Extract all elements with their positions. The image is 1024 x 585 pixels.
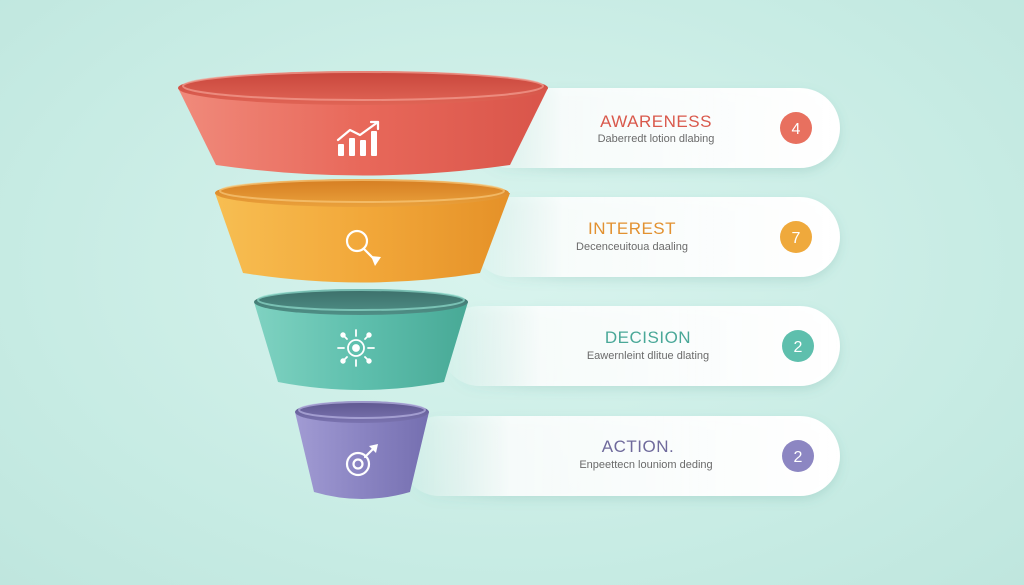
stage-card[interactable] (440, 306, 840, 386)
stage-awareness: AWARENESS Daberredt lotion dlabing 4 (178, 71, 840, 176)
stage-badge (780, 112, 812, 144)
stage-card[interactable] (400, 416, 840, 496)
stage-action: ACTION. Enpeettecn louniom deding 2 (295, 401, 840, 499)
stage-badge-value: 2 (794, 449, 803, 466)
funnel-segment (254, 302, 468, 390)
stage-title: INTEREST (588, 219, 676, 238)
stage-badge-value: 7 (792, 230, 801, 247)
stage-badge (782, 440, 814, 472)
stage-title: ACTION. (602, 437, 674, 456)
stage-decision: DECISION Eawernleint dlitue dlating 2 (254, 289, 840, 390)
stage-badge-value: 4 (792, 121, 801, 138)
stage-interest: INTEREST Decenceuitoua daaling 7 (215, 179, 840, 283)
stage-description: Daberredt lotion dlabing (598, 133, 715, 145)
stage-description: Enpeettecn louniom deding (579, 459, 712, 471)
funnel-segment (215, 193, 510, 283)
funnel-segment (295, 412, 429, 499)
stage-card[interactable] (470, 197, 840, 277)
funnel-rim (178, 71, 548, 105)
stage-description: Eawernleint dlitue dlating (587, 350, 709, 362)
target-arrow-icon (345, 444, 378, 477)
stage-title: AWARENESS (600, 112, 712, 131)
stage-badge-value: 2 (794, 339, 803, 356)
stage-badge (780, 221, 812, 253)
stage-card[interactable] (470, 88, 840, 168)
stage-badge (782, 330, 814, 362)
magnifier-icon (345, 229, 381, 266)
sun-gear-icon (337, 329, 375, 367)
bar-chart-growth-icon (336, 120, 380, 156)
stage-description: Decenceuitoua daaling (576, 241, 688, 253)
stage-title: DECISION (605, 328, 691, 347)
